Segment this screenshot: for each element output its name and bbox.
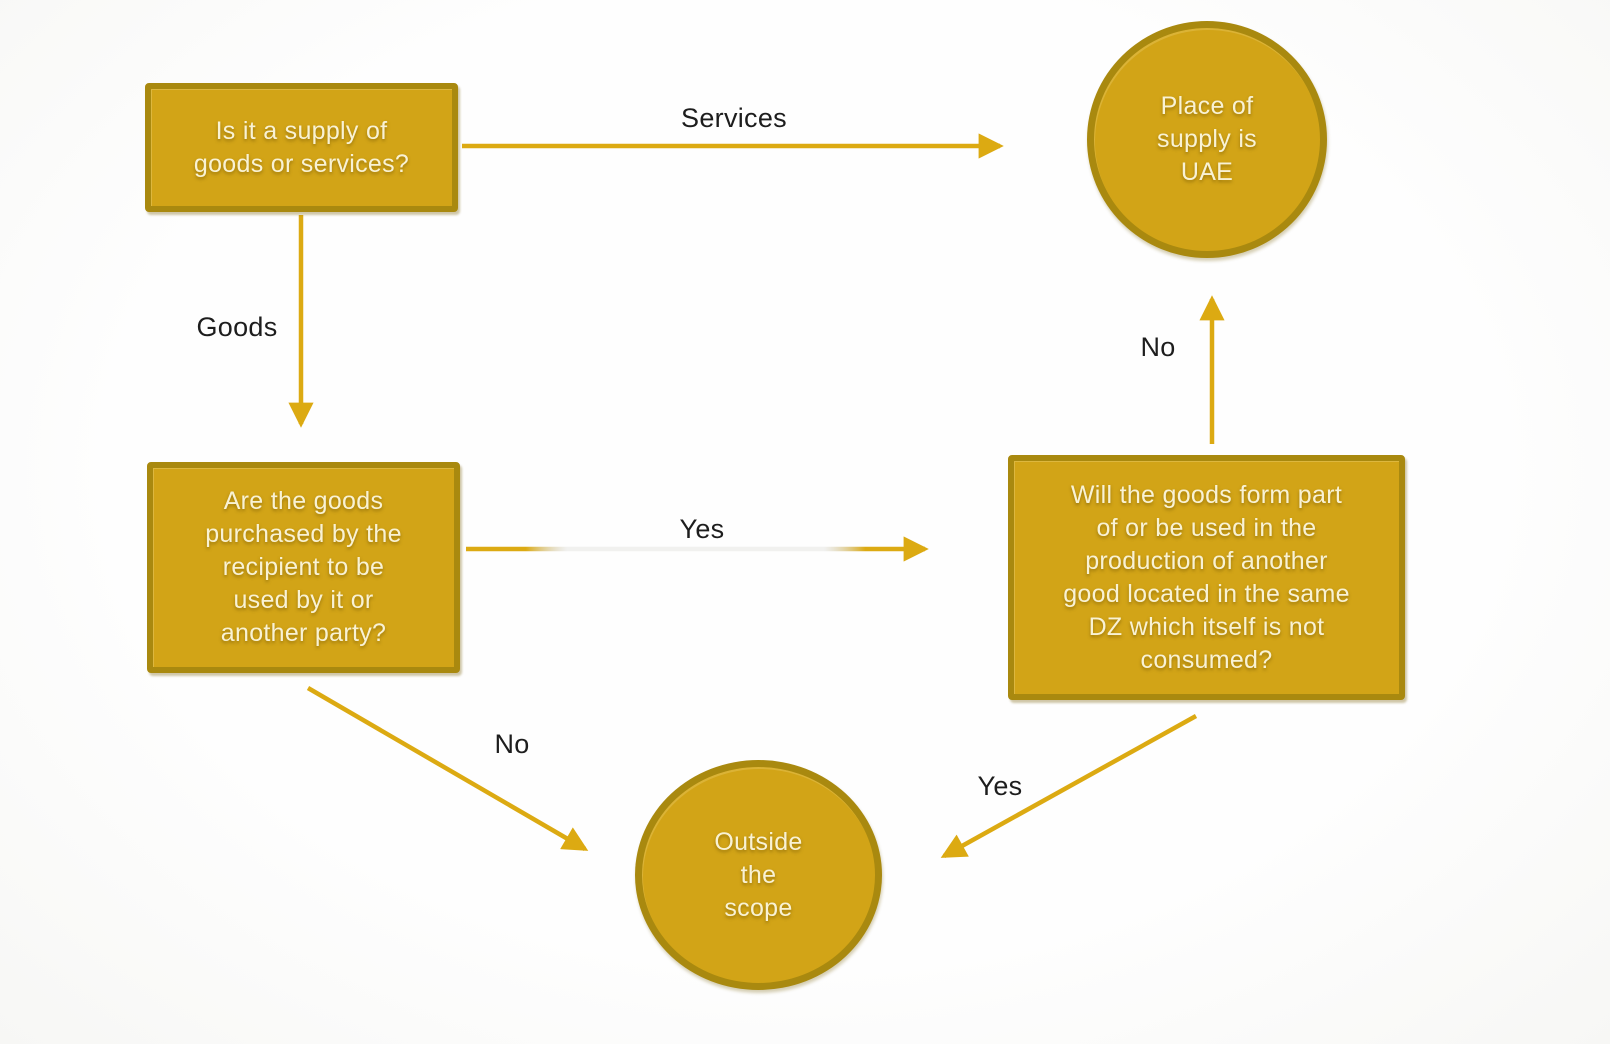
node-label: Is it a supply of goods or services? <box>193 116 410 178</box>
node-place-of-supply-uae: Place of supply is UAE <box>1087 21 1327 258</box>
node-goods-production-question: Will the goods form part of or be used i… <box>1008 455 1405 700</box>
edge-label-no-diagonal: No <box>494 729 530 759</box>
edge-label-no-up: No <box>1140 332 1176 362</box>
edge-yes-diagonal-arrow <box>940 714 1198 858</box>
edge-label-goods: Goods <box>196 312 278 342</box>
node-supply-type-question: Is it a supply of goods or services? <box>145 83 458 212</box>
edge-no-diagonal-arrow <box>306 686 589 851</box>
edge-label-yes: Yes <box>679 514 725 544</box>
node-outside-the-scope: Outside the scope <box>635 760 882 990</box>
edge-label-yes-diagonal: Yes <box>977 771 1023 801</box>
edge-label-services: Services <box>681 103 787 133</box>
node-label: Place of supply is UAE <box>1157 92 1257 186</box>
node-label: Are the goods purchased by the recipient… <box>205 487 402 647</box>
node-label: Will the goods form part of or be used i… <box>1063 480 1350 674</box>
node-label: Outside the scope <box>714 827 803 922</box>
node-goods-recipient-question: Are the goods purchased by the recipient… <box>147 462 460 673</box>
